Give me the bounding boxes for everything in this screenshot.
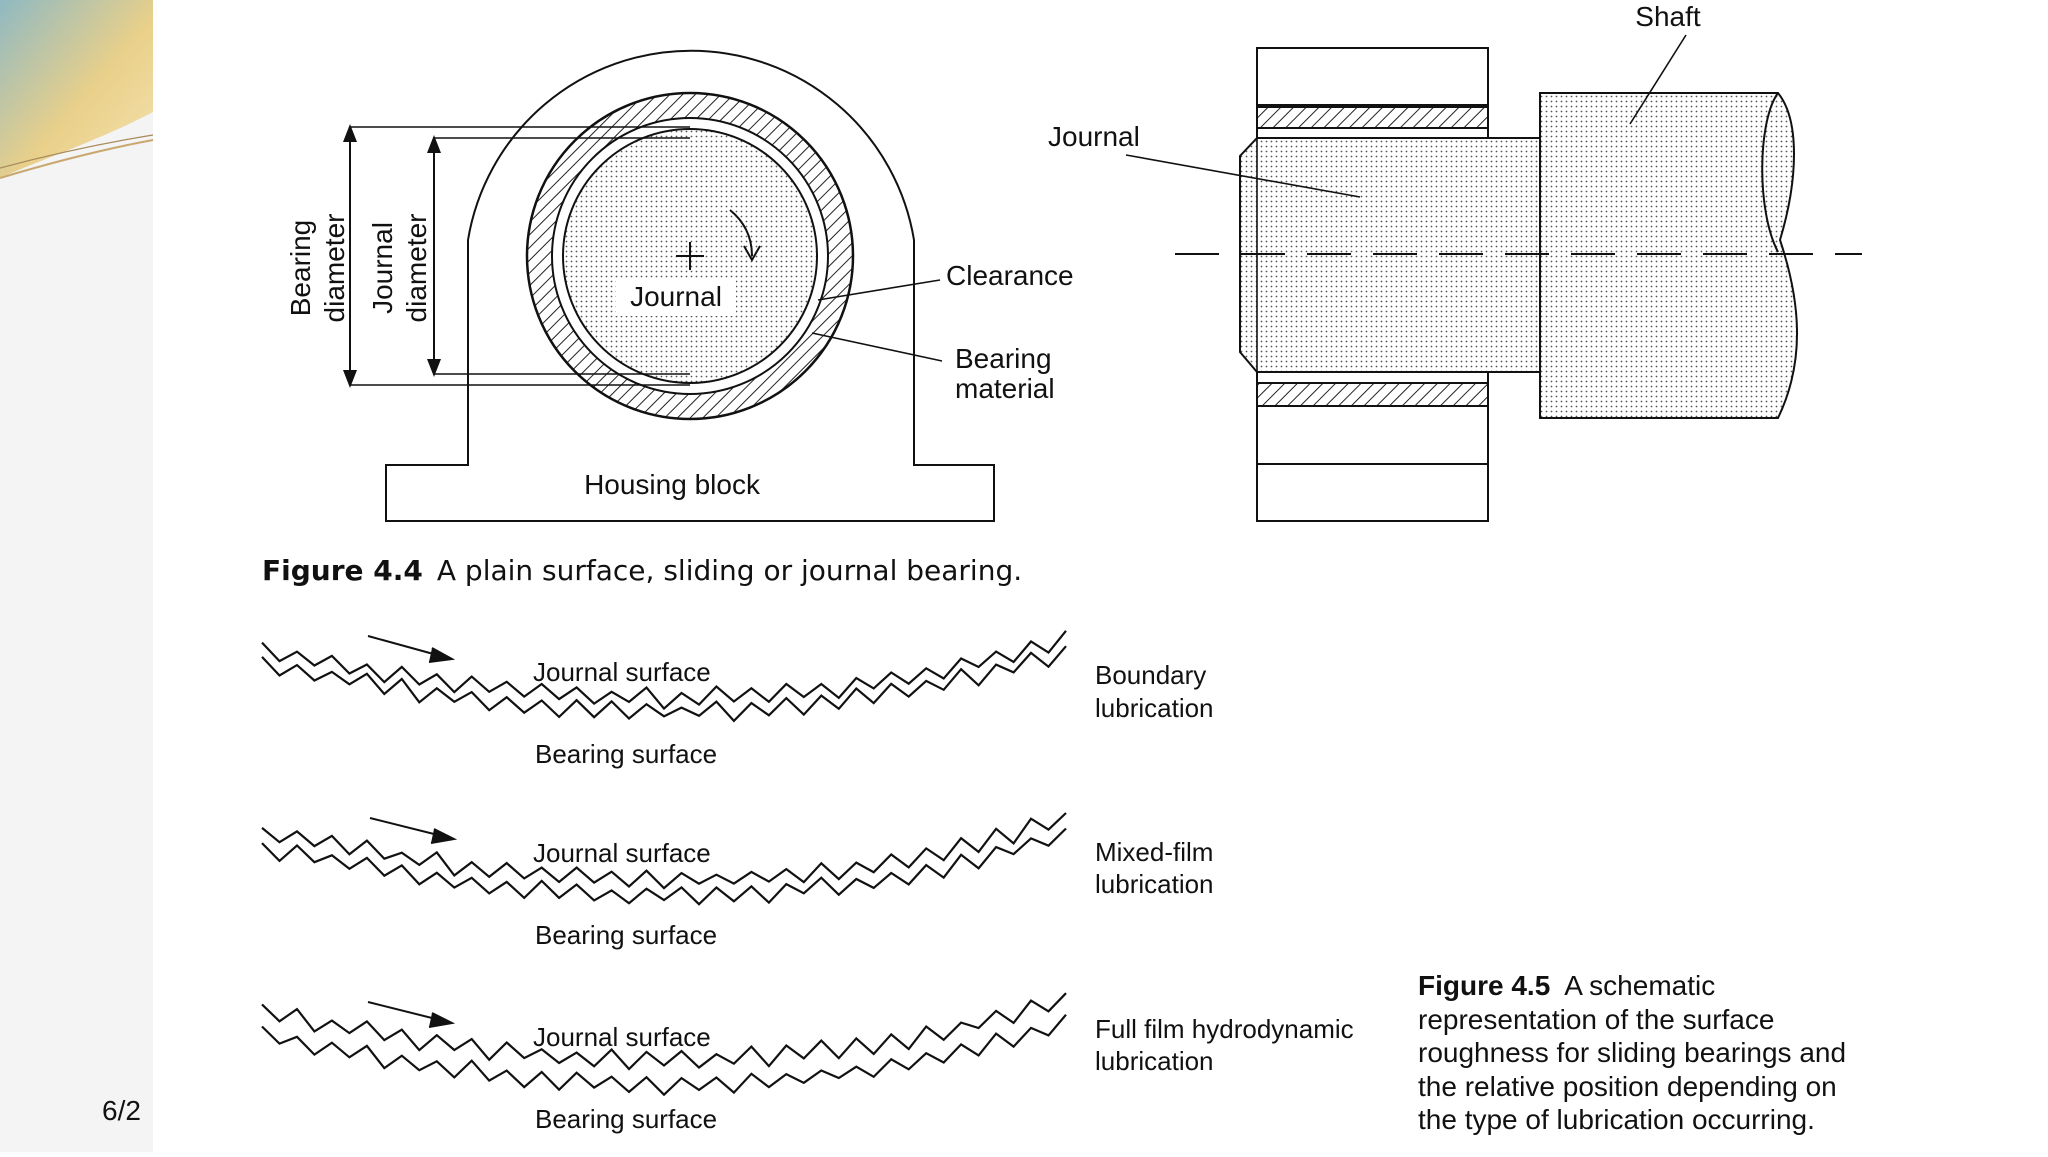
journal-leader bbox=[1125, 154, 1361, 198]
slide-left-margin bbox=[0, 0, 153, 1152]
bearing-surface-profile bbox=[261, 645, 1067, 723]
corner-swoosh-thin bbox=[0, 134, 154, 169]
rotation-arrow bbox=[729, 209, 753, 257]
corner-swoosh bbox=[0, 139, 154, 179]
row-boundary-lubrication: Journal surface Bearing surface Boundary… bbox=[261, 630, 1214, 769]
journal-label-bg bbox=[616, 280, 736, 316]
housing-block-label: Housing block bbox=[584, 469, 761, 500]
bearing-surface-label: Bearing surface bbox=[535, 1104, 717, 1134]
slide-corner-decoration bbox=[0, 0, 153, 178]
journal-bearing-front-view: Bearing diameter Journal diameter Journa… bbox=[285, 49, 1074, 522]
figure-4-5-caption-line-5: the type of lubrication occurring. bbox=[1418, 1104, 1815, 1135]
figure-4-5-caption-line-4: the relative position depending on bbox=[1418, 1071, 1837, 1102]
bearing-liner-bottom bbox=[1256, 382, 1489, 407]
journal-side-label: Journal bbox=[1048, 121, 1140, 152]
bearing-surface-profile bbox=[261, 1013, 1067, 1097]
figure-4-5-caption-line-3: roughness for sliding bearings and bbox=[1418, 1037, 1846, 1068]
journal-label: Journal bbox=[630, 281, 722, 312]
bearing-surface-profile bbox=[261, 827, 1067, 906]
bearing-surface-label: Bearing surface bbox=[535, 920, 717, 950]
lubrication-type-label-2: lubrication bbox=[1095, 693, 1214, 723]
sliding-arrowhead bbox=[428, 647, 456, 663]
rotation-arrowhead bbox=[743, 245, 761, 263]
bearing-material-leader bbox=[811, 332, 943, 362]
journal-diameter-label-1: Journal bbox=[367, 222, 398, 314]
bearing-material-label-1: Bearing bbox=[955, 343, 1052, 374]
bearing-diameter-label-1: Bearing bbox=[285, 220, 316, 317]
lubrication-type-label-1: Full film hydrodynamic bbox=[1095, 1014, 1354, 1044]
shaft-break-line bbox=[1761, 92, 1779, 253]
figure-4-5-caption-line-2: representation of the surface bbox=[1418, 1004, 1774, 1035]
lubrication-type-label-1: Boundary bbox=[1095, 660, 1206, 690]
lubrication-rows: Journal surface Bearing surface Boundary… bbox=[261, 630, 1354, 1134]
journal-surface-label: Journal surface bbox=[533, 838, 711, 868]
lubrication-type-label-2: lubrication bbox=[1095, 1046, 1214, 1076]
journal-surface-profile bbox=[261, 992, 1067, 1071]
journal-surface-label: Journal surface bbox=[533, 657, 711, 687]
journal-surface-label: Journal surface bbox=[533, 1022, 711, 1052]
row-mixed-film-lubrication: Journal surface Bearing surface Mixed-fi… bbox=[261, 812, 1214, 950]
clearance-leader bbox=[817, 279, 941, 301]
bearing-liner-top bbox=[1256, 106, 1489, 129]
shaft-side bbox=[1539, 92, 1798, 419]
lubrication-type-label-2: lubrication bbox=[1095, 869, 1214, 899]
shaft-leader bbox=[1629, 34, 1687, 125]
sliding-arrowhead bbox=[428, 1012, 456, 1028]
row-full-film-lubrication: Journal surface Bearing surface Full fil… bbox=[261, 992, 1354, 1134]
journal-surface-profile bbox=[261, 630, 1067, 711]
sliding-arrowhead bbox=[430, 828, 458, 844]
bearing-surface-label: Bearing surface bbox=[535, 739, 717, 769]
journal-surface-profile bbox=[261, 812, 1067, 890]
bearing-material-label-2: material bbox=[955, 373, 1055, 404]
journal-diameter-label-2: diameter bbox=[401, 214, 432, 323]
journal-bearing-side-view: Shaft Journal bbox=[1048, 1, 1862, 522]
lubrication-type-label-1: Mixed-film bbox=[1095, 837, 1213, 867]
bearing-diameter-label-2: diameter bbox=[319, 214, 350, 323]
slide-date: 6/2 bbox=[102, 1095, 141, 1126]
clearance-label: Clearance bbox=[946, 260, 1074, 291]
shaft-label: Shaft bbox=[1635, 1, 1701, 32]
